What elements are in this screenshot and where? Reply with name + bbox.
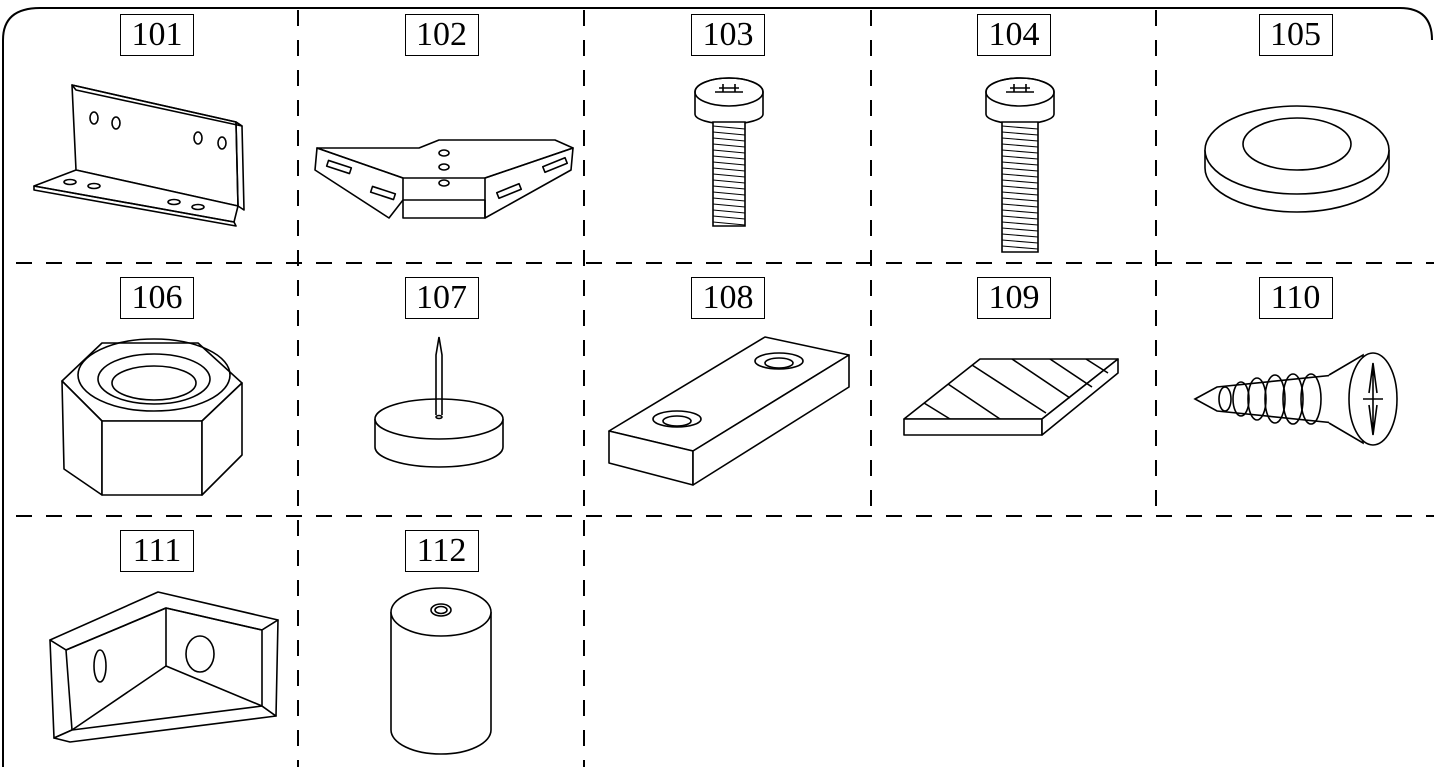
part-cell-106: 106 (16, 263, 298, 515)
part-cell-110: 110 (1157, 263, 1434, 515)
washer-icon (1157, 0, 1434, 262)
hex-nut-icon (16, 263, 298, 515)
l-bracket-icon (16, 0, 298, 262)
wood-screw-icon (1157, 263, 1434, 515)
threaded-spacer-icon (299, 516, 584, 767)
v-bracket-icon (299, 0, 584, 262)
drilled-block-icon (585, 263, 871, 515)
part-cell-109: 109 (872, 263, 1156, 515)
rhombus-pad-icon (872, 263, 1156, 515)
part-cell-111: 111 (16, 516, 298, 767)
part-cell-105: 105 (1157, 0, 1434, 262)
part-cell-112: 112 (299, 516, 584, 767)
part-cell-108: 108 (585, 263, 871, 515)
part-cell-107: 107 (299, 263, 584, 515)
part-cell-102: 102 (299, 0, 584, 262)
part-cell-103: 103 (585, 0, 871, 262)
long-bolt-icon (872, 0, 1156, 262)
felt-pad-nail-icon (299, 263, 584, 515)
part-cell-101: 101 (16, 0, 298, 262)
corner-block-icon (16, 516, 298, 767)
short-bolt-icon (585, 0, 871, 262)
part-cell-104: 104 (872, 0, 1156, 262)
